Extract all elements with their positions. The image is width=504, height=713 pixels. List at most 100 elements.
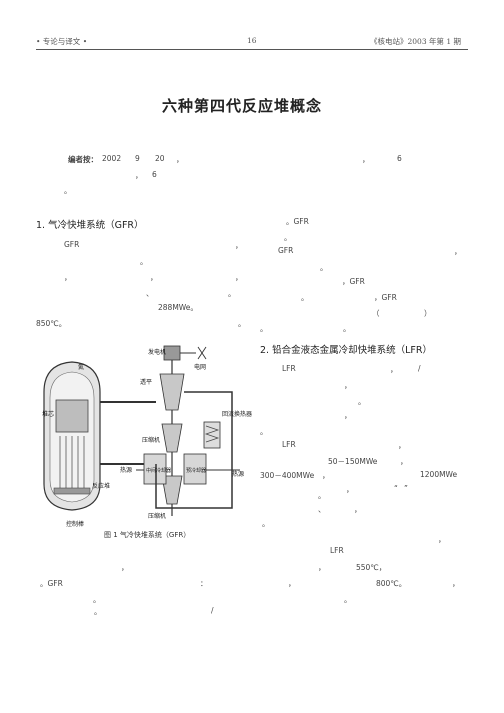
body-text: 、 [318, 505, 326, 514]
body-text: ） [424, 309, 432, 318]
body-text: 。 [301, 293, 309, 302]
body-text: 800℃。 [376, 579, 407, 588]
body-text: “ [394, 484, 398, 493]
figure-caption: 图 1 气冷快堆系统（GFR） [104, 531, 191, 539]
editor-note-year: 2002 [102, 154, 122, 163]
body-text: （ [372, 309, 380, 318]
body-text: ， [150, 273, 158, 282]
body-text: 。 [94, 607, 102, 616]
section-2-title: 2. 铅合金液态金属冷却快堆系统（LFR） [260, 345, 432, 356]
body-text: ，GFR [342, 277, 365, 286]
body-text: 。 [284, 233, 292, 242]
body-text: LFR [330, 546, 344, 555]
compressor-icon [161, 475, 183, 505]
body-text: ， [454, 247, 462, 256]
gfr-system-diagram: 发电机 电网 氦 透平 回流换热器 堆芯 压缩机 中间冷却器 预冷却器 热源 热… [42, 345, 252, 528]
body-text: ， [354, 505, 362, 514]
editor-note-punct: ， [176, 155, 184, 164]
compressor-icon [161, 423, 183, 453]
label-compressor-top: 压缩机 [142, 436, 160, 444]
body-text: 。GFR [40, 579, 63, 588]
body-text: ： [200, 579, 208, 588]
body-text: ， [438, 535, 446, 544]
body-text: ， [121, 563, 129, 572]
body-text: 。 [343, 324, 351, 333]
body-text: 300－400MWe [260, 471, 315, 480]
body-text: ” [404, 484, 408, 493]
body-text: ， [318, 563, 326, 572]
body-text: ， [390, 365, 398, 374]
body-text: ， [288, 579, 296, 588]
editor-note-punct: ， [135, 171, 143, 180]
body-text: LFR [282, 364, 296, 373]
label-intercooler: 中间冷却器 [146, 467, 171, 474]
label-recuperator: 回流换热器 [222, 410, 252, 418]
body-text: 850℃。 [36, 319, 67, 328]
label-control-rods: 控制棒 [66, 520, 84, 528]
label-grid: 电网 [194, 363, 206, 371]
body-text: 288MWe。 [158, 303, 198, 312]
body-text: ， [398, 441, 406, 450]
label-compressor-bottom: 压缩机 [148, 512, 166, 520]
editor-note-month: 9 [135, 154, 140, 163]
body-text: 。 [228, 289, 236, 298]
editor-note-number: 6 [152, 170, 157, 179]
body-text: GFR [64, 240, 80, 249]
body-text: 。 [358, 397, 366, 406]
body-text: 。 [93, 595, 101, 604]
editor-note-day: 20 [155, 154, 165, 163]
editor-note-label: 编者按： [68, 155, 98, 164]
body-text: 。 [140, 257, 148, 266]
running-header-right: 《核电站》2003 年第 1 期 [370, 37, 462, 46]
body-text: 。 [238, 319, 246, 328]
generator-icon [163, 345, 181, 361]
body-text: ， [344, 411, 352, 420]
body-text: GFR [278, 246, 294, 255]
running-header-left: • 专论与译文 • [36, 37, 88, 46]
body-text: ， [344, 381, 352, 390]
editor-note-punct: ， [362, 155, 370, 164]
body-text: 50－150MWe [328, 457, 378, 466]
body-text: 。GFR [286, 217, 309, 226]
body-text: ， [452, 579, 460, 588]
body-text: 。 [344, 595, 352, 604]
body-text: ， [235, 241, 243, 250]
body-text: ，GFR [374, 293, 397, 302]
body-text: 。 [260, 324, 268, 333]
body-text: 。 [318, 491, 326, 500]
body-text: ， [235, 273, 243, 282]
reactor-core [55, 399, 89, 433]
intercooler-icon [143, 453, 167, 485]
body-text: ， [64, 273, 72, 282]
body-text: 。 [260, 427, 268, 436]
article-title: 六种第四代反应堆概念 [162, 97, 323, 115]
turbine-icon [159, 373, 185, 411]
label-reactor-core: 堆芯 [42, 410, 54, 418]
label-reactor: 反应堆 [92, 482, 110, 490]
page-number: 16 [247, 36, 257, 45]
label-heat-sink-right: 热源 [232, 470, 244, 478]
body-text: 、 [146, 289, 154, 298]
editor-note-end: 。 [64, 186, 72, 195]
body-text: LFR [282, 440, 296, 449]
body-text: / [418, 364, 421, 373]
label-turbine: 透平 [140, 378, 152, 386]
body-text: ， [400, 457, 408, 466]
power-grid-icon [197, 346, 207, 360]
body-text: ， [322, 471, 330, 480]
precooler-icon [183, 453, 207, 485]
label-precooler: 预冷却器 [186, 467, 206, 474]
body-text: 1200MWe [420, 470, 458, 479]
section-1-title: 1. 气冷快堆系统（GFR） [36, 220, 144, 231]
label-heat-sink-left: 热源 [120, 466, 132, 474]
header-rule [36, 49, 468, 50]
label-helium: 氦 [78, 363, 84, 371]
body-text: / [211, 606, 214, 615]
body-text: 。 [320, 263, 328, 272]
body-text: 。 [262, 519, 270, 528]
body-text: ， [346, 485, 354, 494]
label-generator: 发电机 [148, 348, 166, 356]
body-text: 550℃， [356, 563, 387, 572]
reactor-vessel [43, 361, 101, 511]
editor-note-number: 6 [397, 154, 402, 163]
